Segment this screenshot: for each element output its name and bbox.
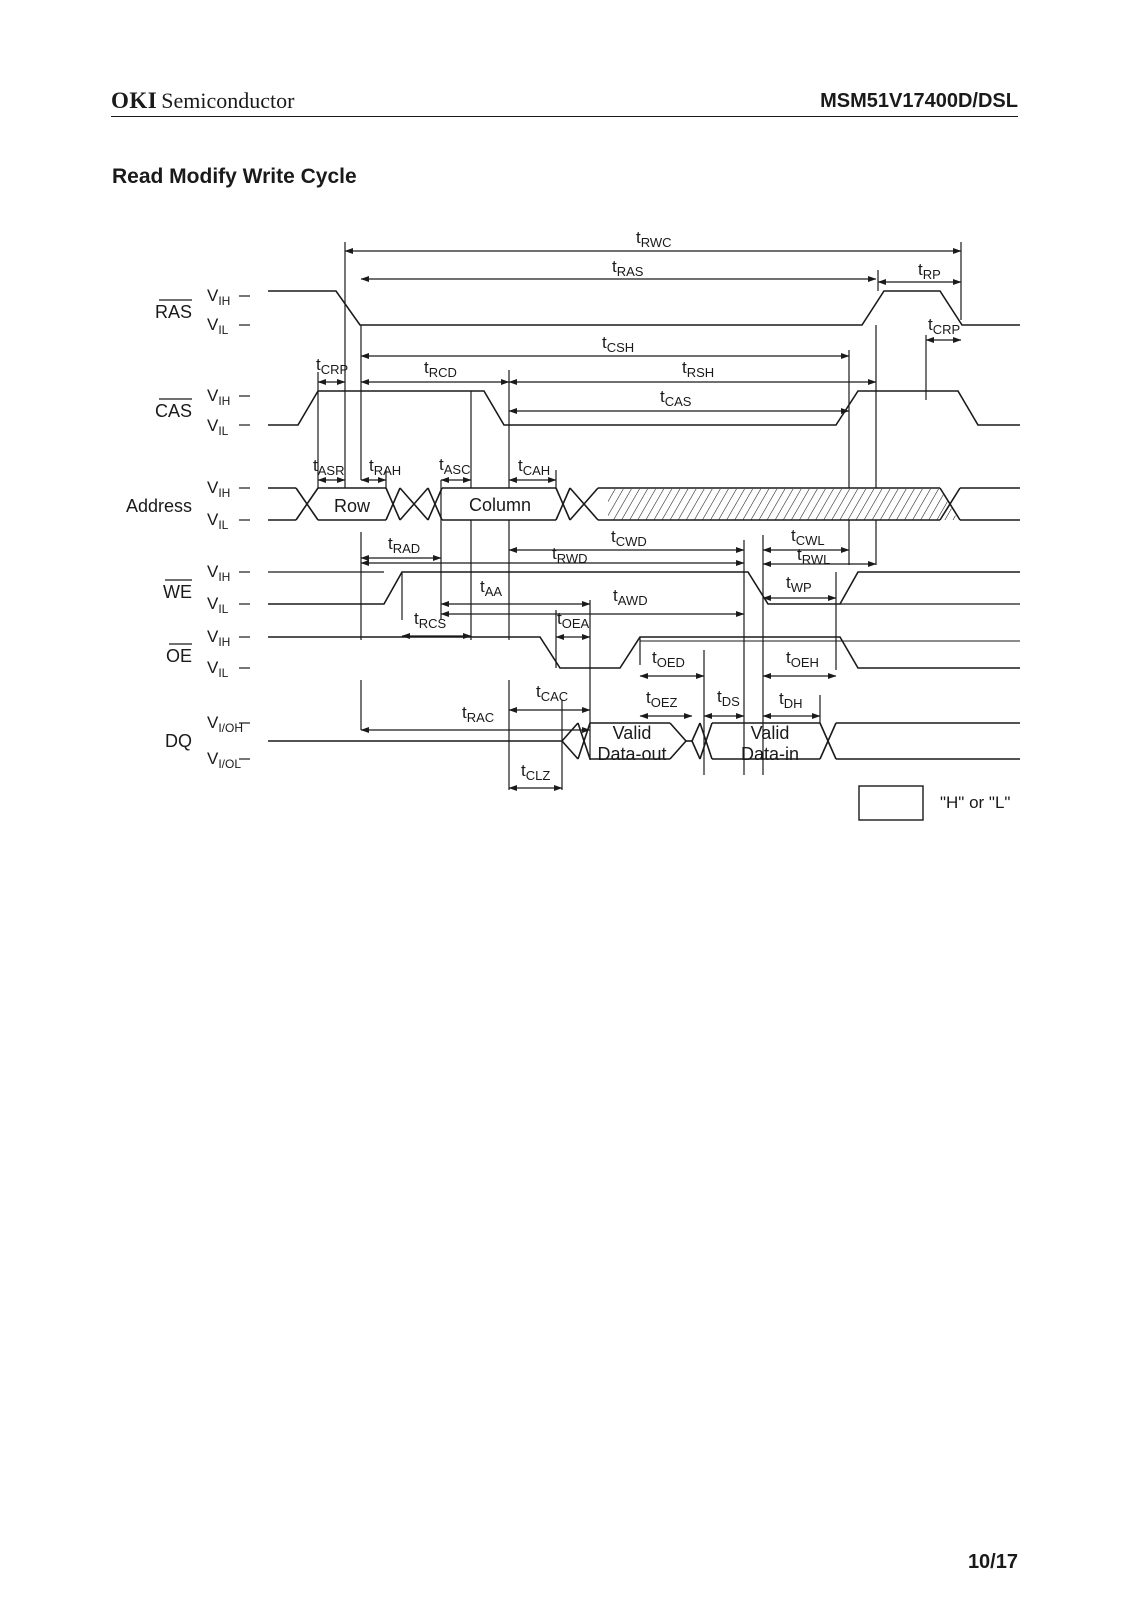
oki-logo: OKI: [111, 88, 158, 113]
timing-label-tcas: tCAS: [660, 387, 692, 409]
legend-swatch: [858, 785, 924, 821]
timing-label-toez: tOEZ: [646, 688, 678, 710]
timing-label-tawd: tAWD: [613, 586, 648, 608]
timing-label-trwc: tRWC: [636, 228, 672, 250]
address-waveform: Row Column: [268, 487, 1020, 521]
timing-label-trac: tRAC: [462, 703, 494, 725]
timing-label-tcwd: tCWD: [611, 527, 647, 549]
signal-name-dq: DQ: [165, 731, 192, 751]
reference-lines: [317, 242, 962, 790]
signal-name-address: Address: [126, 496, 192, 516]
timing-label-twp: tWP: [786, 573, 812, 595]
column-address-label: Column: [469, 495, 531, 515]
legend-label: "H" or "L": [940, 793, 1010, 812]
signal-name-oe: OE: [166, 646, 192, 666]
timing-label-trwl: tRWL: [797, 545, 830, 567]
timing-label-tasr: tASR: [313, 456, 344, 478]
timing-label-trsh: tRSH: [682, 358, 714, 380]
we-level-high: VIH: [207, 562, 230, 584]
valid-data-in-line1: Valid: [751, 723, 790, 743]
timing-label-tasc: tASC: [439, 455, 470, 477]
brand-subtitle: Semiconductor: [161, 88, 295, 113]
we-waveform-body: [268, 571, 1020, 605]
legend: "H" or "L": [858, 785, 1010, 821]
row-address-label: Row: [334, 496, 371, 516]
oe-level-high: VIH: [207, 627, 230, 649]
level-dashes: [239, 295, 250, 760]
address-level-low: VIL: [207, 510, 229, 532]
cas-level-high: VIH: [207, 386, 230, 408]
oe-level-low: VIL: [207, 658, 229, 680]
timing-label-tdh: tDH: [779, 689, 803, 711]
we-level-low: VIL: [207, 594, 229, 616]
signal-name-we: WE: [163, 582, 192, 602]
timing-label-tcac: tCAC: [536, 682, 568, 704]
cas-waveform: [268, 390, 1020, 426]
timing-label-tras: tRAS: [612, 257, 644, 279]
voltage-levels: VIH VIL VIH VIL VIH VIL VIH VIL VIH VIL …: [207, 286, 250, 771]
timing-label-tcah: tCAH: [518, 456, 550, 478]
timing-label-tcsh: tCSH: [602, 333, 634, 355]
dq-waveform: Valid Data-out Valid Data-in: [268, 722, 1020, 764]
timing-label-trad: tRAD: [388, 534, 420, 556]
ras-level-high: VIH: [207, 286, 230, 308]
timing-label-tclz: tCLZ: [521, 761, 550, 783]
timing-label-tcrp-1: tCRP: [316, 355, 348, 377]
timing-label-trah: tRAH: [369, 456, 401, 478]
timing-arrows: [317, 248, 962, 791]
signal-labels: RAS CAS Address WE OE DQ: [126, 299, 192, 751]
ras-level-low: VIL: [207, 315, 229, 337]
timing-label-trcs: tRCS: [414, 609, 447, 631]
timing-label-tds: tDS: [717, 687, 740, 709]
signal-name-ras: RAS: [155, 302, 192, 322]
dq-level-low: VI/OL: [207, 749, 241, 771]
timing-label-tcrp-2: tCRP: [928, 315, 960, 337]
valid-data-out-line2: Data-out: [597, 744, 666, 764]
timing-label-toed: tOED: [652, 648, 685, 670]
cas-level-low: VIL: [207, 416, 229, 438]
dont-care-hatch: [608, 489, 958, 520]
address-level-high: VIH: [207, 478, 230, 500]
timing-label-toeh: tOEH: [786, 648, 819, 670]
timing-label-trcd: tRCD: [424, 358, 457, 380]
oe-waveform: [268, 636, 1020, 669]
timing-label-toea: tOEA: [557, 609, 590, 631]
valid-data-out-line1: Valid: [613, 723, 652, 743]
page-number: 10/17: [967, 1551, 1018, 1573]
part-number: MSM51V17400D/DSL: [820, 90, 1018, 112]
dq-level-high: VI/OH: [207, 713, 243, 735]
timing-label-taa: tAA: [480, 577, 502, 599]
section-title: Read Modify Write Cycle: [112, 165, 357, 188]
timing-label-trwd: tRWD: [552, 544, 588, 566]
header-rule: [111, 116, 1018, 117]
signal-name-cas: CAS: [155, 401, 192, 421]
valid-data-in-line2: Data-in: [741, 744, 799, 764]
ras-waveform: [268, 290, 1020, 326]
timing-label-trp: tRP: [918, 260, 941, 282]
